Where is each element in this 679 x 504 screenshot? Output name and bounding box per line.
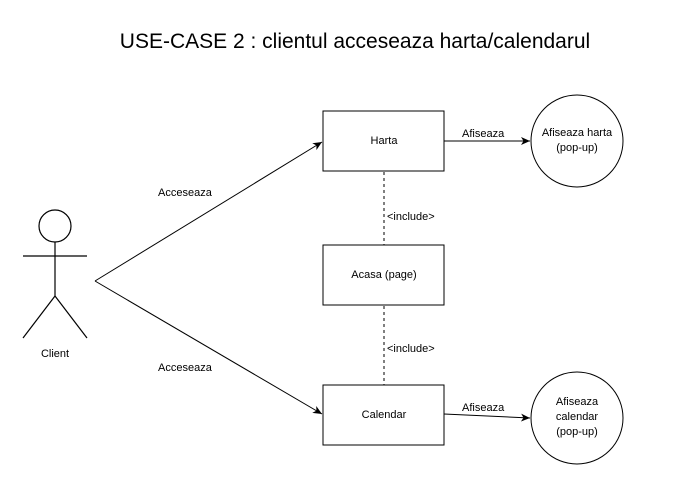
edge-acceseaza-calendar bbox=[94, 280, 323, 415]
box-acasa: Acasa (page) bbox=[322, 244, 445, 306]
label-afiseaza-bottom: Afiseaza bbox=[462, 402, 505, 414]
diagram-title: USE-CASE 2 : clientul acceseaza harta/ca… bbox=[120, 30, 590, 53]
box-acasa-label: Acasa (page) bbox=[351, 269, 416, 281]
edge-acceseaza-harta bbox=[94, 141, 323, 282]
usecase-harta-popup-line2: (pop-up) bbox=[556, 142, 598, 154]
usecase-harta-popup-line1: Afiseaza harta bbox=[542, 127, 613, 139]
label-acceseaza-bottom: Acceseaza bbox=[158, 362, 213, 374]
usecase-harta-popup: Afiseaza harta (pop-up) bbox=[530, 94, 624, 188]
actor-label: Client bbox=[41, 348, 69, 360]
box-harta: Harta bbox=[322, 110, 445, 172]
actor-right-leg bbox=[54, 295, 88, 339]
label-include-bottom: <include> bbox=[387, 343, 435, 355]
usecase-calendar-popup-line1: Afiseaza bbox=[556, 396, 599, 408]
usecase-calendar-popup: Afiseaza calendar (pop-up) bbox=[530, 371, 624, 465]
label-include-top: <include> bbox=[387, 211, 435, 223]
box-calendar: Calendar bbox=[322, 384, 445, 446]
edge-afiseaza-calendar bbox=[443, 413, 531, 422]
label-acceseaza-top: Acceseaza bbox=[158, 187, 213, 199]
actor-head bbox=[38, 209, 72, 243]
actor-left-leg bbox=[22, 295, 56, 339]
box-calendar-label: Calendar bbox=[362, 409, 407, 421]
usecase-calendar-popup-line2: calendar bbox=[556, 411, 599, 423]
box-harta-label: Harta bbox=[371, 135, 399, 147]
actor-client: Client bbox=[22, 209, 88, 360]
usecase-calendar-popup-line3: (pop-up) bbox=[556, 426, 598, 438]
label-afiseaza-top: Afiseaza bbox=[462, 128, 505, 140]
